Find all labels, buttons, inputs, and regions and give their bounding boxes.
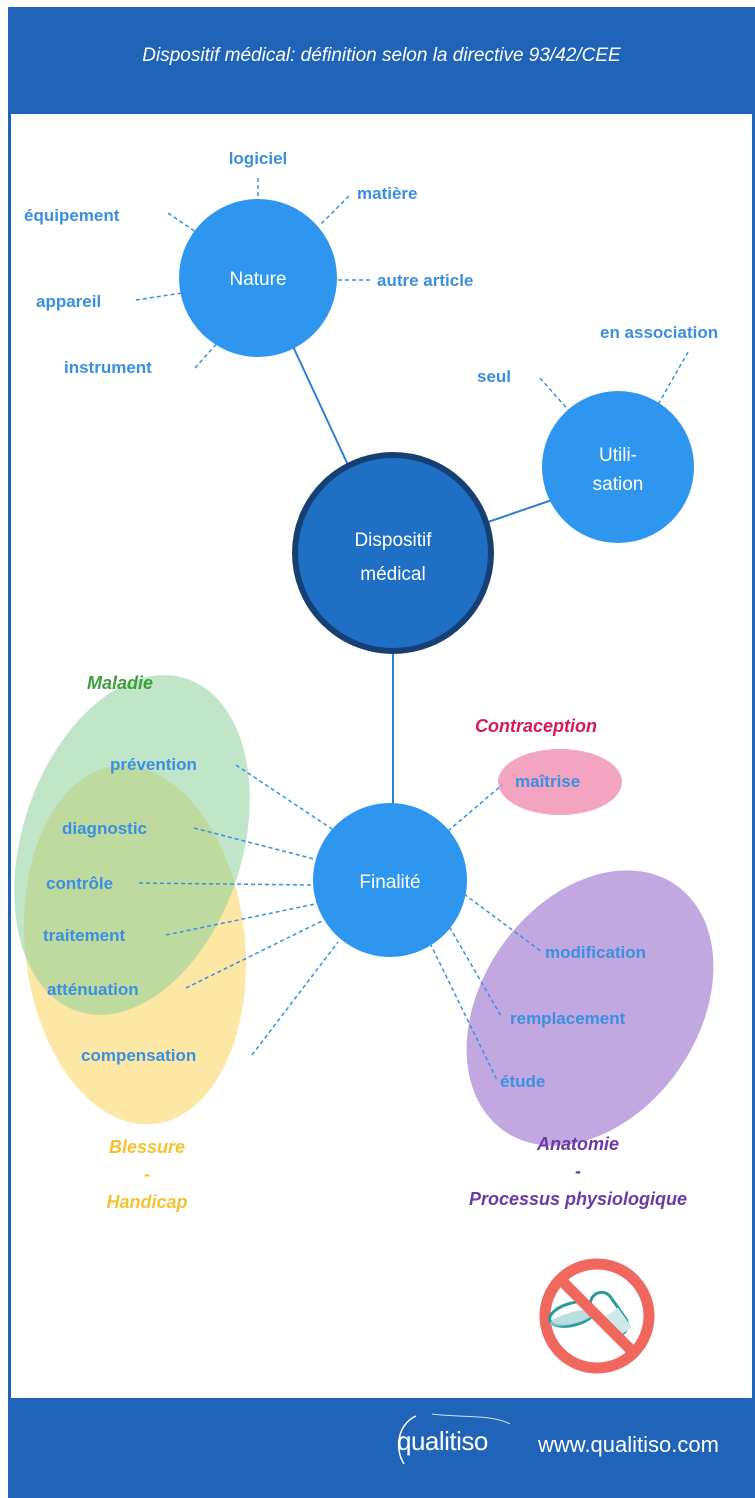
anatomie-label: Anatomie (536, 1134, 619, 1154)
utilisation-label-line2: sation (593, 474, 644, 495)
utilisation-label-line1: Utili- (599, 445, 637, 466)
center-label-line1: Dispositif (354, 530, 432, 551)
finalite-node (313, 803, 467, 957)
no-medicine-icon (539, 1258, 655, 1374)
finalite-item: traitement (43, 926, 126, 945)
maladie-label: Maladie (87, 673, 153, 693)
finalite-item: contrôle (46, 874, 113, 893)
footer-url-link[interactable]: www.qualitiso.com (538, 1432, 719, 1457)
finalite-item: modification (545, 943, 646, 962)
contraception-label: Contraception (475, 716, 597, 736)
finalite-item: compensation (81, 1046, 196, 1065)
page-title: Dispositif médical: définition selon la … (142, 45, 621, 66)
finalite-item: diagnostic (62, 819, 147, 838)
nature-item: matière (357, 184, 417, 203)
logo-text: qualitiso (397, 1426, 488, 1456)
blessure-dash: - (144, 1164, 150, 1184)
utilisation-item: seul (477, 367, 511, 386)
contraception-region (498, 749, 622, 815)
center-label-line2: médical (360, 564, 425, 585)
nature-node (179, 199, 337, 357)
nature-item: équipement (24, 206, 120, 225)
processus-label: Processus physiologique (469, 1189, 687, 1209)
footer-bar (8, 1398, 755, 1498)
blessure-label: Blessure (109, 1137, 185, 1157)
nature-item: autre article (377, 271, 473, 290)
maladie-region (14, 675, 250, 1015)
utilisation-item: en association (600, 323, 718, 342)
dispositif-node (292, 452, 494, 654)
nature-label: Nature (229, 269, 286, 290)
anatomie-region (466, 870, 714, 1146)
anatomie-dash: - (575, 1161, 581, 1181)
finalite-item: prévention (110, 755, 197, 774)
nature-item: logiciel (229, 149, 288, 168)
finalite-item: atténuation (47, 980, 139, 999)
finalite-item: maîtrise (515, 772, 580, 791)
nature-item: appareil (36, 292, 101, 311)
nature-item: instrument (64, 358, 152, 377)
handicap-label: Handicap (106, 1192, 187, 1212)
utilisation-node (542, 391, 694, 543)
finalite-item: étude (500, 1072, 545, 1091)
qualitiso-logo (397, 1413, 511, 1465)
finalite-item: remplacement (510, 1009, 626, 1028)
header-bar (8, 7, 755, 114)
finalite-label: Finalité (359, 872, 420, 893)
